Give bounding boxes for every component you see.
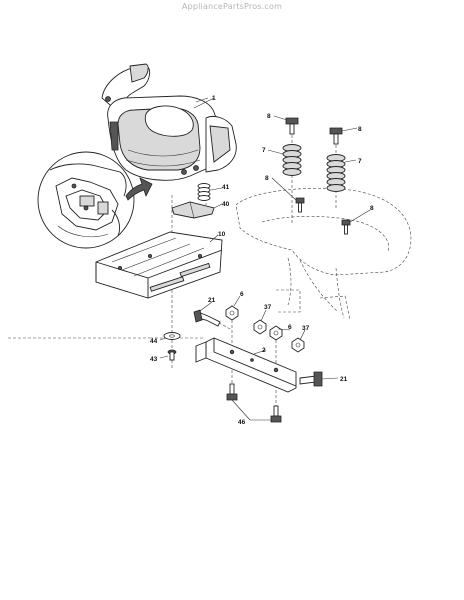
seat-pan	[95, 231, 223, 299]
callout-washer: 44	[150, 338, 158, 345]
screw	[167, 349, 177, 361]
watermark-text: AppliancePartsPros.com	[181, 2, 283, 11]
spring-right	[326, 154, 346, 192]
callout-screw: 43	[150, 356, 158, 363]
callout-bolts-46: 46	[238, 419, 246, 426]
callout-bolt-21-left: 21	[208, 297, 216, 304]
callout-labels: 1 8 8 7 7 8 8 41 40 10 21 6 37 6 37 2 21…	[150, 95, 374, 426]
callout-nut-37-right: 37	[302, 325, 310, 332]
bolt-46-right	[270, 405, 282, 423]
callout-clip: 40	[222, 201, 230, 208]
nut-6-left	[225, 305, 239, 321]
leader-lines	[159, 97, 371, 421]
callout-fender-screw-left: 8	[265, 175, 269, 182]
fender-screw-right	[341, 219, 351, 235]
fender-screw-left	[295, 197, 305, 213]
callout-seat-pan: 10	[218, 231, 226, 238]
detail-inset	[37, 151, 153, 249]
callout-spring-small: 41	[222, 184, 230, 191]
bolt-46-left	[226, 383, 238, 401]
callout-nut-6-right: 6	[288, 324, 292, 331]
bolt-left	[193, 309, 221, 327]
seat	[101, 63, 237, 181]
nut-37-left	[253, 319, 267, 335]
callout-spring-right: 7	[358, 158, 362, 165]
callout-seat: 1	[212, 95, 216, 102]
clip	[171, 201, 215, 219]
callout-nut-37-left: 37	[264, 304, 272, 311]
callout-bracket: 2	[262, 347, 266, 354]
callout-bolt-left: 8	[267, 113, 271, 120]
callout-fender-screw-right: 8	[370, 205, 374, 212]
washer	[163, 332, 181, 340]
fender-outline	[235, 188, 412, 321]
nut-6-right	[269, 325, 283, 341]
callout-bolt-21-right: 21	[340, 376, 348, 383]
callout-nut-6-left: 6	[240, 291, 244, 298]
spring-left	[282, 144, 302, 176]
callout-spring-left: 7	[262, 147, 266, 154]
callout-bolt-right: 8	[358, 126, 362, 133]
top-bolt-right	[329, 127, 343, 145]
bolt-right	[299, 371, 323, 387]
nut-37-right	[291, 337, 305, 353]
small-spring	[197, 183, 211, 201]
bracket	[195, 337, 297, 393]
top-bolt-left	[285, 117, 299, 135]
